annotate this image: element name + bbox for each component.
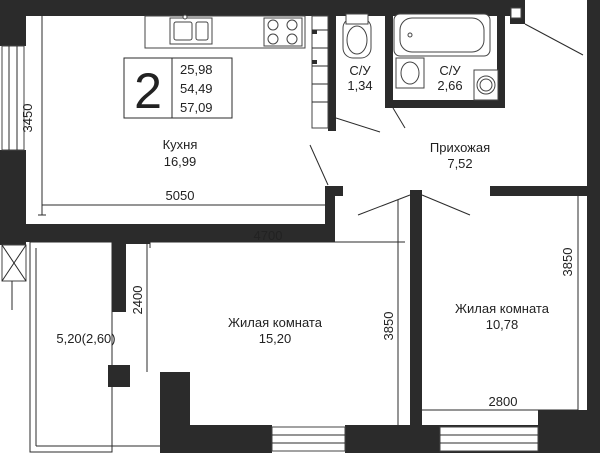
wall-hall-right [490, 186, 600, 196]
bath2-name: С/У [439, 63, 461, 78]
room-labels: Кухня 16,99 С/У 1,34 С/У 2,66 Прихожая 7… [56, 63, 549, 346]
wall-top [0, 0, 525, 16]
bath-fixtures [342, 13, 499, 101]
summary-frame [123, 57, 233, 119]
wall-bottom-left [160, 425, 272, 453]
kitchen-area: 16,99 [164, 154, 197, 169]
ladder-icon [311, 15, 329, 129]
wall-stair-partition [328, 16, 336, 131]
window-living1 [271, 426, 346, 452]
dim-room2-width: 2800 [489, 394, 518, 409]
dimension-lines [38, 13, 579, 425]
hall-area: 7,52 [447, 156, 472, 171]
kitchen-fixtures [144, 14, 329, 129]
living1-area: 15,20 [259, 331, 292, 346]
bath1-area: 1,34 [347, 78, 372, 93]
wall-living1-top-left [112, 232, 150, 244]
dimension-labels: 3450 5050 4700 2400 3850 3850 2800 [20, 104, 575, 409]
bath2-area: 2,66 [437, 78, 462, 93]
wall-kitchen-bottom [0, 224, 335, 242]
wall-bath-bottom [385, 100, 505, 108]
wall-bath-right [497, 16, 505, 108]
dim-room1-wall: 2400 [130, 286, 145, 315]
wall-right [587, 0, 600, 453]
door-bath1 [335, 117, 381, 133]
wall-kitchen-bottom-right [325, 186, 335, 242]
windows [1, 45, 539, 452]
living1-name: Жилая комната [228, 315, 323, 330]
wall-stub [333, 186, 343, 196]
door-bath2 [392, 107, 406, 129]
dim-kitchen-width: 5050 [166, 188, 195, 203]
window-living2 [439, 426, 539, 452]
wall-bath-partition [385, 16, 393, 108]
summary-box: 2 25,98 54,49 57,09 [123, 57, 233, 119]
area-total: 57,09 [180, 100, 213, 115]
wall-living1-left-upper [112, 232, 126, 312]
area-living: 25,98 [180, 62, 213, 77]
living2-name: Жилая комната [455, 301, 550, 316]
area-total-reduced: 54,49 [180, 81, 213, 96]
wall-living-divider [410, 190, 422, 453]
wall-bottom-right [538, 410, 600, 453]
door-entrance [524, 23, 584, 56]
wall-left-upper [0, 0, 26, 46]
living2-area: 10,78 [486, 317, 519, 332]
door-living1 [357, 194, 411, 216]
wall-living1-left-block [108, 365, 130, 387]
bath1-name: С/У [349, 63, 371, 78]
rooms-count: 2 [134, 63, 162, 119]
door-kitchen [309, 144, 329, 186]
balcony-area: 5,20(2,60) [56, 331, 115, 346]
dim-room2-height: 3850 [560, 248, 575, 277]
hall-name: Прихожая [430, 140, 490, 155]
balcony-outline [29, 241, 113, 453]
dim-room1-width: 4700 [254, 228, 283, 243]
kitchen-name: Кухня [163, 137, 198, 152]
window-kitchen [1, 45, 25, 151]
dim-room1-height: 3850 [381, 312, 396, 341]
dim-kitchen-height: 3450 [20, 104, 35, 133]
doors [309, 7, 584, 216]
balcony [1, 241, 160, 453]
door-living2 [421, 194, 471, 216]
